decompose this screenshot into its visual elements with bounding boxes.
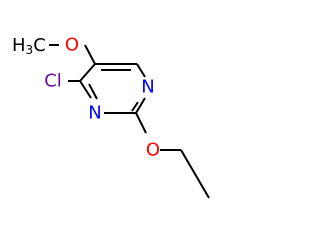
chemical-structure: H3C O N N Cl O	[12, 35, 210, 199]
methyl-label: H3C	[12, 35, 46, 58]
ring-nitrogen-top: N	[141, 77, 154, 98]
atom-labels: H3C O N N Cl O	[12, 35, 160, 161]
bond-ch2-ch3	[180, 149, 210, 199]
bond-o-c5	[84, 44, 96, 65]
bond-c6-n1	[136, 63, 146, 78]
ring-nitrogen-bottom: N	[88, 103, 101, 124]
chlorine-label: Cl	[44, 71, 62, 92]
bond-n3-c4	[79, 80, 92, 99]
bonds	[49, 44, 210, 199]
methyl-h: H	[12, 35, 26, 56]
bond-n3-c4-inner	[88, 83, 98, 100]
methyl-c: C	[33, 35, 46, 56]
methyl-subscript: 3	[26, 43, 34, 57]
ether-oxygen-top: O	[65, 35, 79, 56]
bond-n1-c2	[135, 97, 146, 114]
bond-n1-c2-inner	[131, 101, 139, 112]
bond-c4-c5	[79, 63, 96, 82]
ether-oxygen-bottom: O	[146, 140, 160, 161]
bond-c2-o	[135, 112, 147, 134]
